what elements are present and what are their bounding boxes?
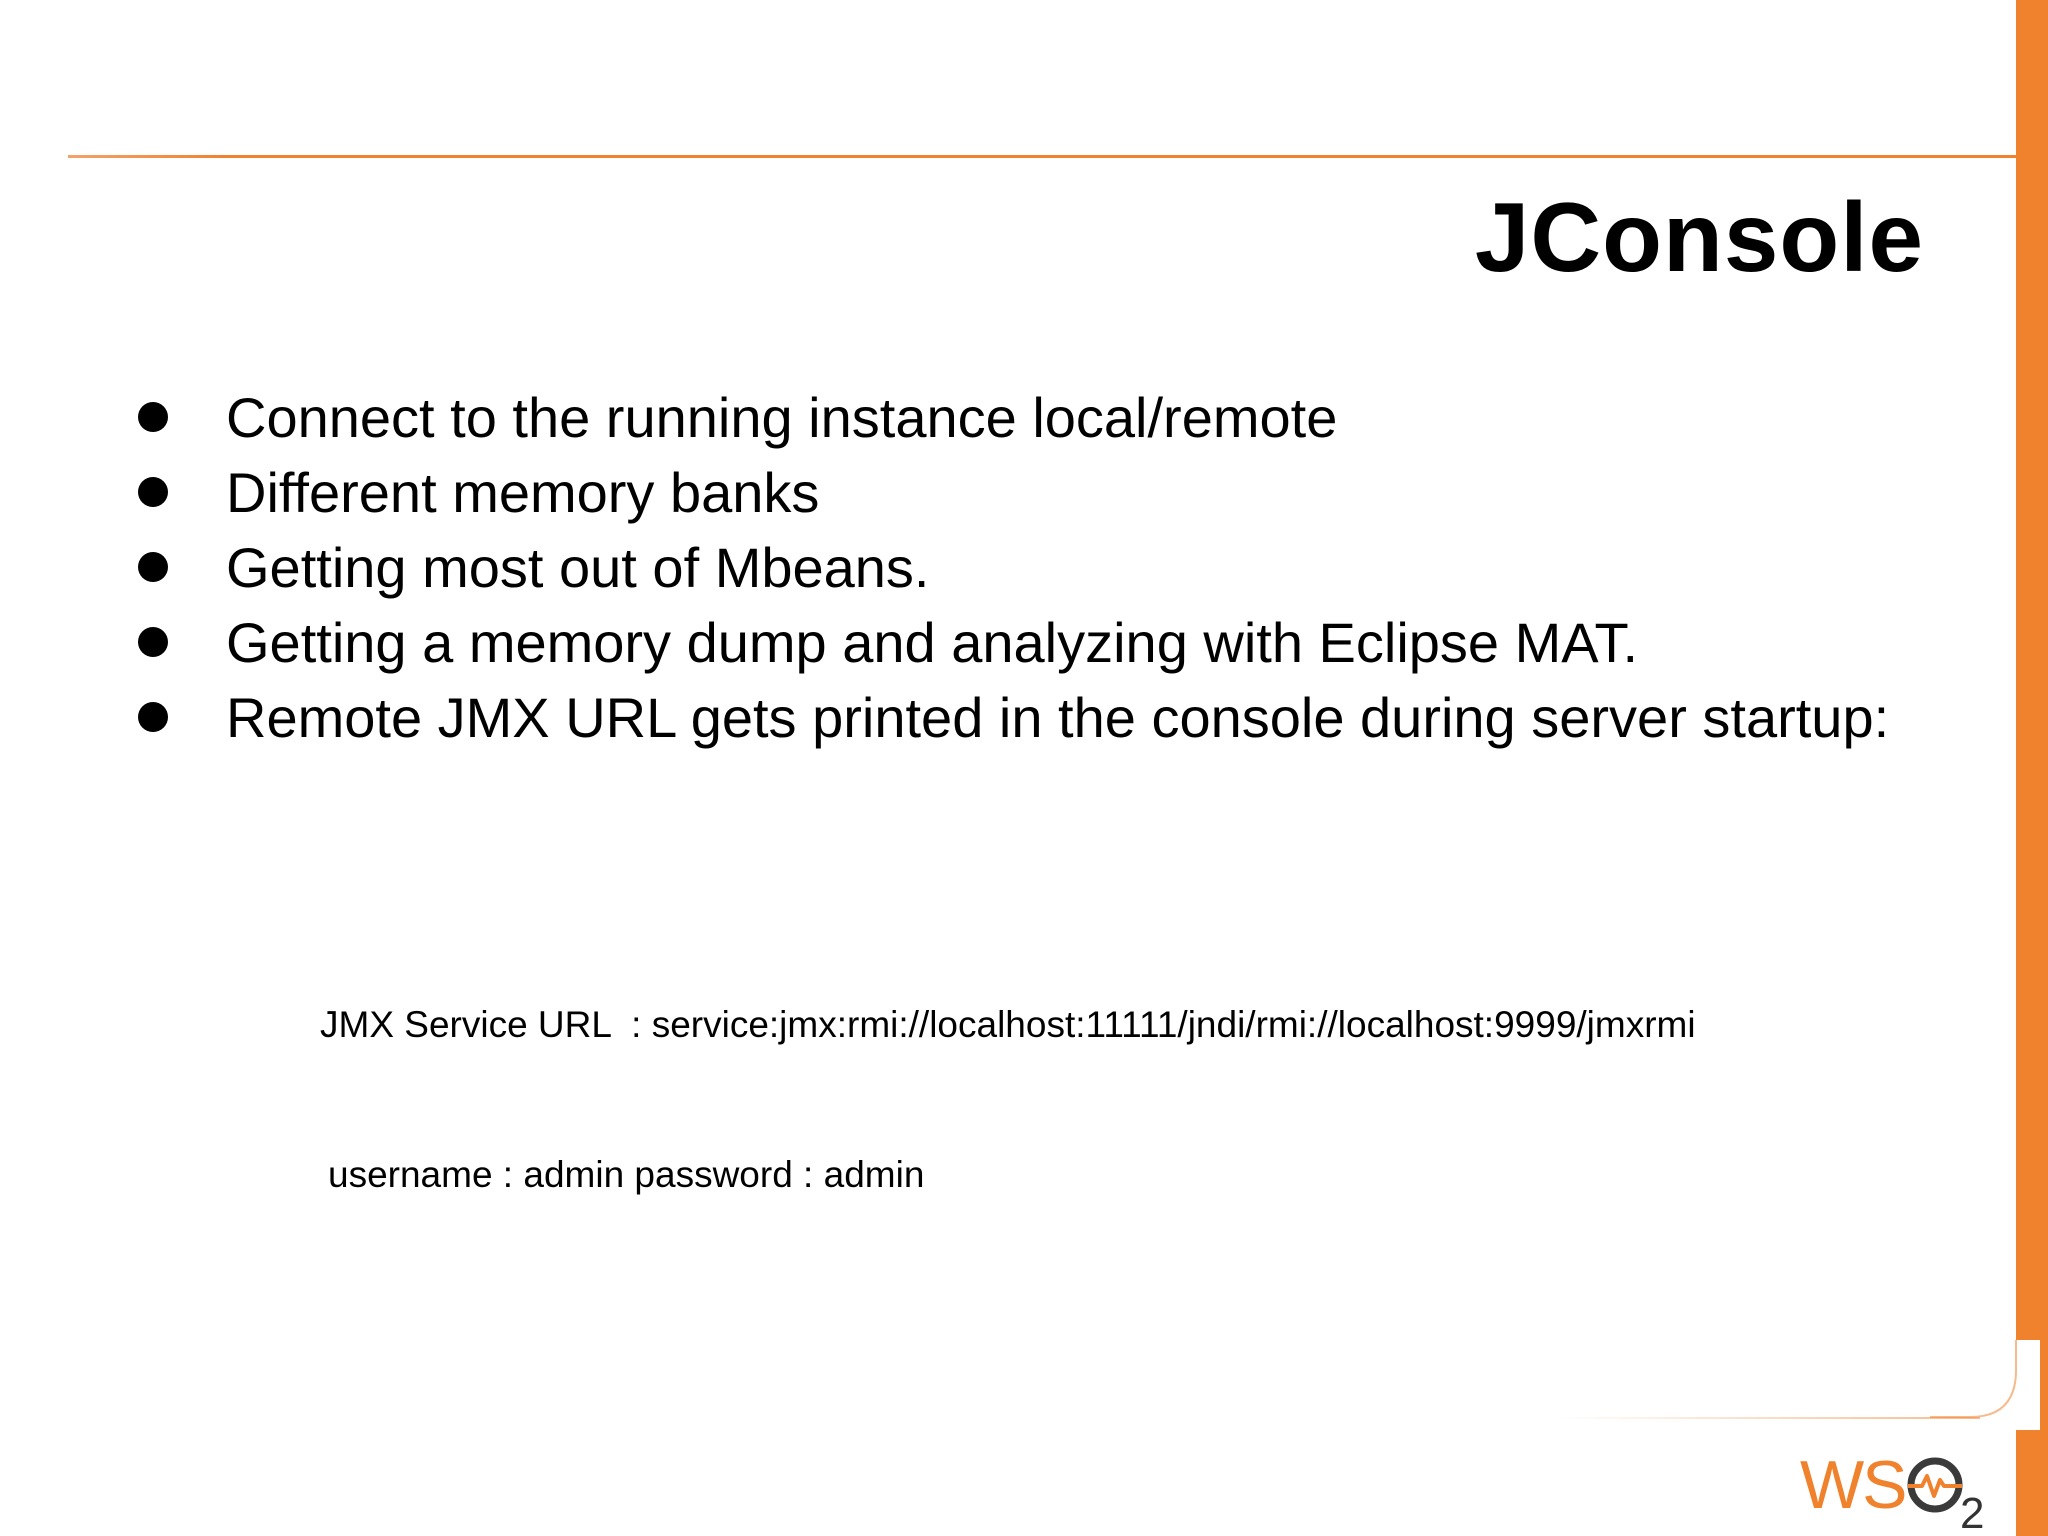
slide-title: JConsole — [1474, 182, 1924, 292]
bullet-dot-icon — [138, 702, 168, 732]
bullet-item: Getting a memory dump and analyzing with… — [0, 605, 1900, 680]
bullet-dot-icon — [138, 402, 168, 432]
bullet-dot-icon — [138, 552, 168, 582]
bottom-divider — [1560, 1417, 1980, 1419]
wso2-logo: WS 2 — [1800, 1447, 1984, 1532]
logo-o-icon — [1907, 1457, 1963, 1513]
logo-subscript: 2 — [1960, 1489, 1984, 1532]
bullet-text: Different memory banks — [226, 461, 820, 524]
right-accent-bar — [2016, 0, 2048, 1536]
jmx-credentials: username : admin password : admin — [328, 1154, 925, 1195]
bullet-dot-icon — [138, 477, 168, 507]
bullet-list: Connect to the running instance local/re… — [0, 380, 2000, 755]
logo-text: WS — [1800, 1447, 1906, 1523]
bullet-text: Remote JMX URL gets printed in the conso… — [226, 686, 1890, 749]
bullet-dot-icon — [138, 627, 168, 657]
bullet-item: Remote JMX URL gets printed in the conso… — [0, 680, 1900, 755]
top-divider — [68, 155, 2020, 158]
bullet-text: Getting most out of Mbeans. — [226, 536, 930, 599]
bullet-item: Connect to the running instance local/re… — [0, 380, 1900, 455]
bullet-text: Connect to the running instance local/re… — [226, 386, 1338, 449]
jmx-service-url: JMX Service URL : service:jmx:rmi://loca… — [320, 1004, 1696, 1045]
corner-curve-decoration — [1930, 1340, 2040, 1430]
jmx-info-block: JMX Service URL : service:jmx:rmi://loca… — [320, 900, 1696, 1300]
bullet-text: Getting a memory dump and analyzing with… — [226, 611, 1639, 674]
bullet-item: Different memory banks — [0, 455, 1900, 530]
bullet-item: Getting most out of Mbeans. — [0, 530, 1900, 605]
